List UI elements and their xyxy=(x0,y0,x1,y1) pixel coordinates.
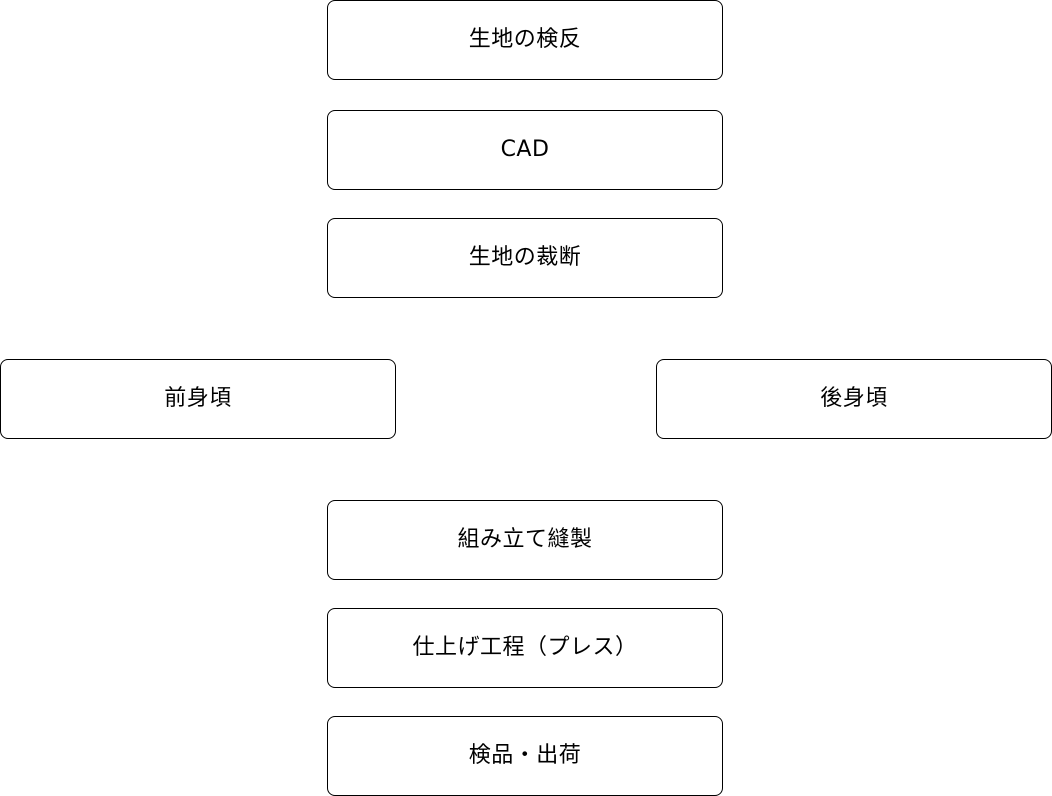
node-label: 検品・出荷 xyxy=(468,743,582,768)
node-finishing-press: 仕上げ工程（プレス） xyxy=(327,608,723,688)
node-label: 前身頃 xyxy=(164,386,232,411)
node-assembly-sewing: 組み立て縫製 xyxy=(327,500,723,580)
node-front-body: 前身頃 xyxy=(0,359,396,439)
node-fabric-cutting: 生地の裁断 xyxy=(327,218,723,298)
node-label: 生地の検反 xyxy=(468,27,582,52)
node-label: CAD xyxy=(500,137,550,162)
node-cad: CAD xyxy=(327,110,723,190)
node-fabric-inspection: 生地の検反 xyxy=(327,0,723,80)
node-back-body: 後身頃 xyxy=(656,359,1052,439)
node-inspection-shipping: 検品・出荷 xyxy=(327,716,723,796)
node-label: 仕上げ工程（プレス） xyxy=(412,635,638,660)
node-label: 後身頃 xyxy=(820,386,888,411)
node-label: 生地の裁断 xyxy=(468,245,582,270)
node-label: 組み立て縫製 xyxy=(457,527,593,552)
